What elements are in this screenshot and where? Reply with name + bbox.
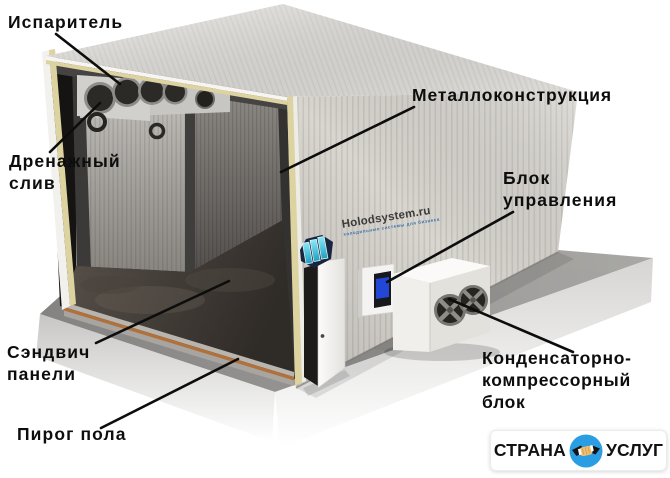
interior-floor <box>64 220 294 372</box>
evaporator-fan <box>112 77 142 107</box>
leader-line-condenser <box>447 297 575 354</box>
left-edge-white-lip <box>42 50 70 310</box>
drain-pipe-ring <box>148 122 166 140</box>
leader-line-sandwich-panels <box>94 279 231 345</box>
floor-layer-orange <box>64 307 294 381</box>
strana-uslug-badge: СТРАНА УСЛУГ <box>490 430 667 471</box>
floor-texture-blotch <box>95 286 205 314</box>
control-screen <box>376 277 389 299</box>
corner-insulation-strip <box>287 96 302 386</box>
floor-layers-strip <box>64 302 294 386</box>
floor-texture-blotch <box>80 276 140 294</box>
drain-pipe-ring <box>87 112 107 132</box>
logo-glass-panel <box>302 241 313 265</box>
label-evaporator: Испаритель <box>8 12 124 32</box>
evaporator-fan <box>138 77 166 105</box>
logo-glass-panel <box>309 238 321 262</box>
frame-post-middle <box>185 91 195 272</box>
control-box-side <box>358 268 362 318</box>
logo-glass-panel <box>317 235 329 260</box>
evaporator-fan <box>84 82 116 114</box>
floor-texture-blotch <box>185 268 275 292</box>
interior-back-wall-right-shade <box>190 92 283 272</box>
floor-layer-gray-top <box>64 302 294 377</box>
label-drain-outlet: Дренажный слив <box>9 151 121 193</box>
roof-shading <box>46 4 578 97</box>
door-handle <box>320 334 325 338</box>
condenser-top-face <box>393 258 490 283</box>
left-insulation-strip <box>49 49 76 306</box>
corner-white-strip <box>293 96 306 383</box>
leader-line-drain <box>48 101 102 154</box>
frame-post-left <box>72 62 92 302</box>
pad-front-face-left <box>36 314 275 442</box>
leader-line-evaporator <box>54 32 122 86</box>
leader-line-control-unit <box>385 210 515 284</box>
handshake-icon <box>569 434 603 467</box>
label-metal-structure: Металлоконструкция <box>412 85 613 105</box>
roof-front-lip <box>46 56 287 101</box>
brand-logo-hexagon <box>300 235 333 268</box>
pad-front-face-right <box>275 258 653 448</box>
door-panel <box>317 257 346 389</box>
roof-front-insulation <box>46 60 287 105</box>
condenser-unit <box>384 258 500 361</box>
leader-line-metal-structure <box>279 105 416 174</box>
evaporator-fan <box>195 89 215 109</box>
leader-line-floor-layers <box>99 357 240 430</box>
badge-right-text: УСЛУГ <box>605 440 664 460</box>
label-condenser-compressor-unit: Конденсаторно- компрессорный блок <box>482 348 632 412</box>
badge-left-text: СТРАНА <box>493 440 566 460</box>
condenser-front-face <box>393 274 430 352</box>
door-shadow <box>303 370 350 396</box>
label-control-unit: Блок управления <box>503 168 618 210</box>
floor-layer-gray-bottom <box>64 310 294 386</box>
control-box <box>358 263 395 318</box>
label-floor-layers: Пирог пола <box>17 424 127 444</box>
door-opening <box>304 264 318 386</box>
label-sandwich-panels: Сэндвич панели <box>7 342 91 384</box>
